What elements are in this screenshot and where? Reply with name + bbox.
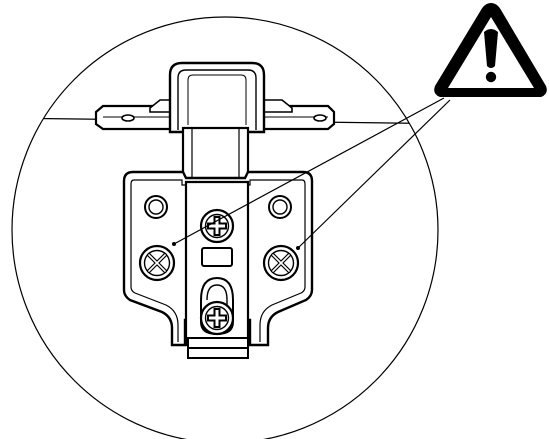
hinge-arm <box>181 126 250 185</box>
bottom-clip <box>187 337 249 359</box>
exclamation-dot <box>485 71 497 83</box>
adjust-screw-bottom <box>199 300 235 336</box>
leader-dot-right <box>296 246 300 250</box>
exclamation-bar <box>484 29 498 68</box>
mount-screw-right <box>262 244 300 282</box>
plate-hole-left <box>144 195 168 219</box>
hinge-assembly <box>12 61 438 359</box>
hinge-cup <box>168 61 266 134</box>
warning-triangle-icon <box>434 3 547 97</box>
leader-dot-left <box>172 242 176 246</box>
leader-lines <box>173 97 451 249</box>
plate-hole-right <box>268 195 292 219</box>
mount-screw-left <box>138 244 176 282</box>
detail-circle <box>11 16 439 439</box>
